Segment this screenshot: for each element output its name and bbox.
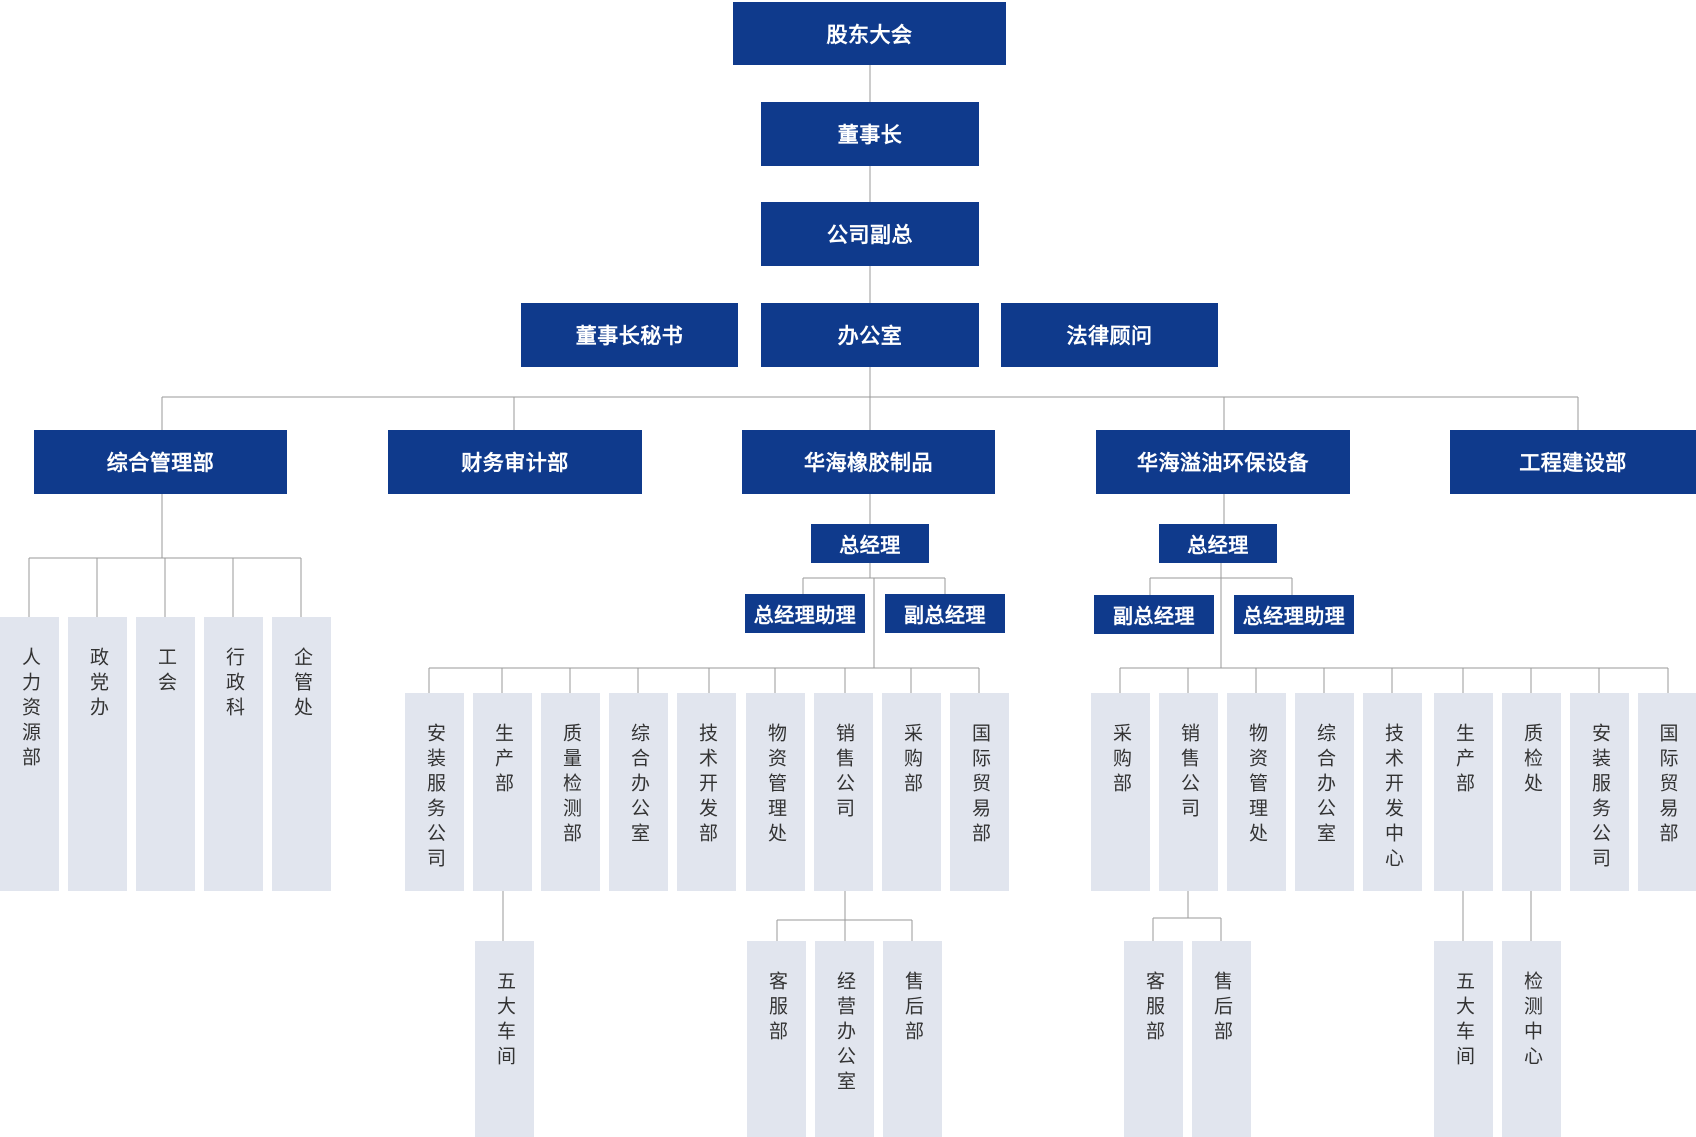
shareholders-box: 股东大会: [733, 2, 1006, 65]
gm-child-enterprise-mgmt: 企管处: [272, 617, 331, 891]
gm-child-admin: 行政科: [204, 617, 263, 891]
rubber-products-box: 华海橡胶制品: [742, 430, 995, 494]
rubber-child-quality-testing: 质量检测部: [541, 693, 600, 891]
gm-child-hr: 人力资源部: [0, 617, 59, 891]
oil-child-quality-control: 质检处: [1502, 693, 1561, 891]
vice-president-box: 公司副总: [761, 202, 979, 266]
oil-child-general-office: 综合办公室: [1295, 693, 1354, 891]
rubber-deputy-gm-box: 副总经理: [885, 594, 1005, 633]
rubber-child-purchasing: 采购部: [882, 693, 941, 891]
oil-child-tech-center: 技术开发中心: [1363, 693, 1422, 891]
oil-child-install-service: 安装服务公司: [1570, 693, 1629, 891]
office-box: 办公室: [761, 303, 979, 367]
chairman-secretary-box: 董事长秘书: [521, 303, 738, 367]
rubber-child-general-office: 综合办公室: [609, 693, 668, 891]
rubber-customer-service: 客服部: [747, 941, 806, 1137]
oil-child-intl-trade: 国际贸易部: [1638, 693, 1696, 891]
oil-gm-box: 总经理: [1159, 524, 1277, 563]
rubber-workshops: 五大车间: [475, 941, 534, 1137]
rubber-child-materials: 物资管理处: [746, 693, 805, 891]
rubber-business-office: 经营办公室: [815, 941, 874, 1137]
chairman-box: 董事长: [761, 102, 979, 166]
engineering-box: 工程建设部: [1450, 430, 1696, 494]
rubber-gm-box: 总经理: [811, 524, 929, 563]
rubber-child-tech-dev: 技术开发部: [677, 693, 736, 891]
gm-child-union: 工会: [136, 617, 195, 891]
oil-child-sales: 销售公司: [1159, 693, 1218, 891]
oil-gm-assistant-box: 总经理助理: [1234, 595, 1354, 634]
rubber-child-sales: 销售公司: [814, 693, 873, 891]
legal-advisor-box: 法律顾问: [1001, 303, 1218, 367]
oil-spill-equipment-box: 华海溢油环保设备: [1096, 430, 1350, 494]
rubber-after-sales: 售后部: [883, 941, 942, 1137]
oil-testing-center: 检测中心: [1502, 941, 1561, 1137]
oil-customer-service: 客服部: [1124, 941, 1183, 1137]
oil-after-sales: 售后部: [1192, 941, 1251, 1137]
rubber-child-intl-trade: 国际贸易部: [950, 693, 1009, 891]
oil-child-materials: 物资管理处: [1227, 693, 1286, 891]
general-management-box: 综合管理部: [34, 430, 287, 494]
oil-deputy-gm-box: 副总经理: [1094, 595, 1214, 634]
finance-audit-box: 财务审计部: [388, 430, 642, 494]
oil-child-purchasing: 采购部: [1091, 693, 1150, 891]
oil-child-production: 生产部: [1434, 693, 1493, 891]
oil-workshops: 五大车间: [1434, 941, 1493, 1137]
rubber-child-production: 生产部: [473, 693, 532, 891]
rubber-child-install-service: 安装服务公司: [405, 693, 464, 891]
rubber-gm-assistant-box: 总经理助理: [745, 594, 865, 633]
gm-child-party-office: 政党办: [68, 617, 127, 891]
